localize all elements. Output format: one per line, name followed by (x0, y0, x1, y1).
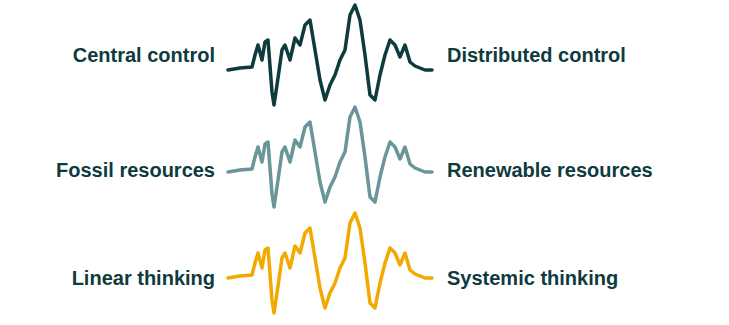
right-pole-label: Renewable resources (447, 158, 653, 182)
wave-line (228, 107, 432, 207)
wave-line (228, 213, 432, 313)
left-pole-label: Central control (73, 43, 215, 67)
left-pole-label: Linear thinking (72, 266, 215, 290)
wave-line (228, 5, 432, 105)
right-pole-label: Systemic thinking (447, 266, 618, 290)
left-pole-label: Fossil resources (56, 158, 215, 182)
right-pole-label: Distributed control (447, 43, 626, 67)
